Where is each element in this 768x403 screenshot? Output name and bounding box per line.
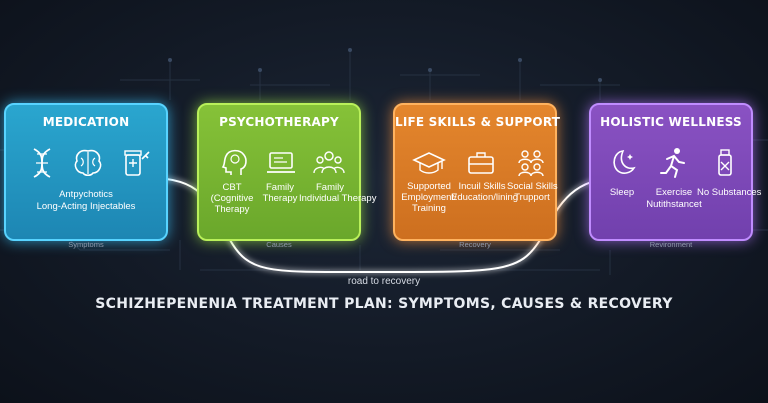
life-skills-sublabel: Recovery <box>459 240 491 249</box>
briefcase-icon <box>468 152 494 174</box>
holistic-wellness-card: HOLISTIC WELLNESS Sleep Exercise Nutiths… <box>589 103 762 241</box>
holistic-label-4: No Substances <box>697 187 762 198</box>
brain-icon <box>74 149 102 177</box>
card-title: HOLISTIC WELLNESS <box>600 115 742 129</box>
pill-bottle-icon <box>124 150 150 176</box>
head-brain-icon <box>221 149 247 175</box>
medication-card: MEDICATION Antpychotics Long-Acting Inje… <box>4 103 168 241</box>
life-skills-label-5: Education/lining <box>451 192 519 203</box>
psychotherapy-label-2: (Cognitive <box>210 193 254 204</box>
psychotherapy-label-1: CBT <box>222 182 242 193</box>
dna-icon <box>33 148 51 178</box>
psychotherapy-label-5: Therapy <box>262 193 298 204</box>
holistic-sublabel: Revironment <box>649 240 693 249</box>
card-title: MEDICATION <box>42 115 130 129</box>
medication-label-1: Antpychotics <box>59 189 113 200</box>
life-skills-label-4: Incuil Skills <box>458 181 506 192</box>
medication-label-2: Long-Acting Injectables <box>36 201 136 212</box>
psychotherapy-card: PSYCHOTHERAPY CBT (Cognitive Therapy Fam… <box>197 103 377 241</box>
no-bottle-icon <box>718 149 732 176</box>
psychotherapy-label-7: Individual Therapy <box>299 193 377 204</box>
road-label: road to recovery <box>347 276 421 287</box>
moon-icon <box>613 150 636 174</box>
holistic-label-1: Sleep <box>609 187 635 198</box>
life-skills-label-3: Training <box>412 203 446 214</box>
life-skills-label-6: Social Skills <box>507 181 558 192</box>
life-skills-label-7: Trupport <box>514 192 550 203</box>
holistic-label-3: Nutithstancet <box>646 199 702 210</box>
psychotherapy-label-4: Family <box>266 182 294 193</box>
laptop-icon <box>267 152 295 173</box>
life-skills-label-2: Employment/ <box>401 192 457 203</box>
medication-sublabel: Symptoms <box>68 240 104 249</box>
life-skills-label-1: Supported <box>407 181 451 192</box>
people-icon <box>518 150 544 177</box>
psychotherapy-sublabel: Causes <box>266 240 292 249</box>
runner-icon <box>660 148 685 178</box>
psychotherapy-label-6: Family <box>316 182 344 193</box>
graduation-cap-icon <box>412 152 446 174</box>
page-title: SCHIZHEPENENIA TREATMENT PLAN: SYMPTOMS,… <box>95 296 673 312</box>
psychotherapy-label-3: Therapy <box>214 204 250 215</box>
card-title: LIFE SKILLS & SUPPORT <box>395 115 561 129</box>
card-title: PSYCHOTHERAPY <box>219 115 339 129</box>
life-skills-card: LIFE SKILLS & SUPPORT Supported Employme… <box>393 103 561 241</box>
holistic-label-2: Exercise <box>655 187 693 198</box>
group-icon <box>313 151 345 174</box>
